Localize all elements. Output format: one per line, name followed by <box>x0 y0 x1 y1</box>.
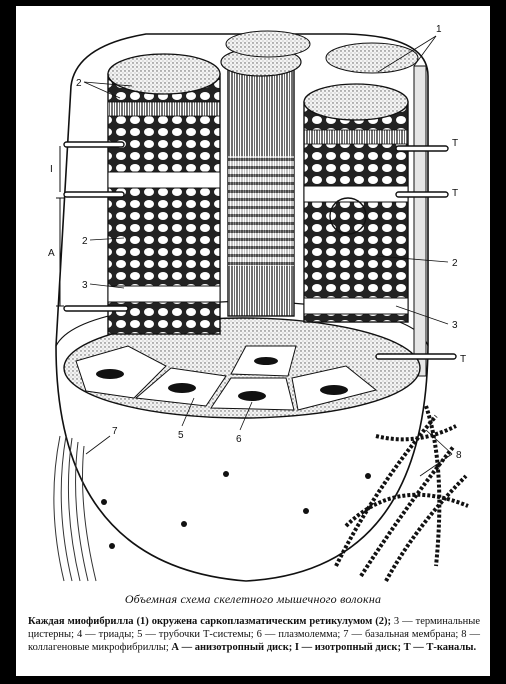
label-t-2: T <box>452 188 458 199</box>
leader-lines <box>83 35 453 477</box>
basal-membrane-fibrils <box>53 435 97 582</box>
label-2-left: 2 <box>82 236 88 247</box>
figure-sheet: 1 2 2 2 3 3 T T T A I 5 6 7 8 Объемная с… <box>16 6 490 676</box>
legend-body: 3 — терминальные цистерны; 4 — триады; 5… <box>28 616 480 653</box>
label-5: 5 <box>178 430 184 441</box>
label-i-disk: I <box>50 164 53 175</box>
label-6: 6 <box>236 434 242 445</box>
label-7: 7 <box>112 426 118 437</box>
disk-bracket <box>56 146 64 307</box>
t-tubules <box>63 141 457 360</box>
label-8: 8 <box>456 450 462 461</box>
label-t-1: T <box>452 138 458 149</box>
myofibril-center <box>220 47 302 317</box>
myofibril-back <box>225 30 419 74</box>
myofibril-right <box>303 83 409 323</box>
label-2-top: 2 <box>76 78 82 89</box>
figure-legend: Каждая миофибрилла (1) окружена саркопла… <box>28 615 480 654</box>
label-1: 1 <box>436 24 442 35</box>
label-3-left: 3 <box>82 280 88 291</box>
legend-tail: А — анизотропный диск; I — изотропный ди… <box>168 642 477 653</box>
label-t-3: T <box>460 354 466 365</box>
label-2-right: 2 <box>452 258 458 269</box>
figure-caption: Объемная схема скелетного мышечного воло… <box>124 592 382 606</box>
figure-labels: 1 2 2 2 3 3 T T T A I 5 6 7 8 <box>48 24 466 461</box>
label-a-disk: A <box>48 248 55 259</box>
myofibril-left <box>107 53 221 335</box>
muscle-fiber-illustration: 1 2 2 2 3 3 T T T A I 5 6 7 8 <box>48 24 469 582</box>
label-3-right: 3 <box>452 320 458 331</box>
cross-section <box>63 317 421 419</box>
legend-lead: Каждая миофибрилла (1) окружена саркопла… <box>28 616 391 627</box>
